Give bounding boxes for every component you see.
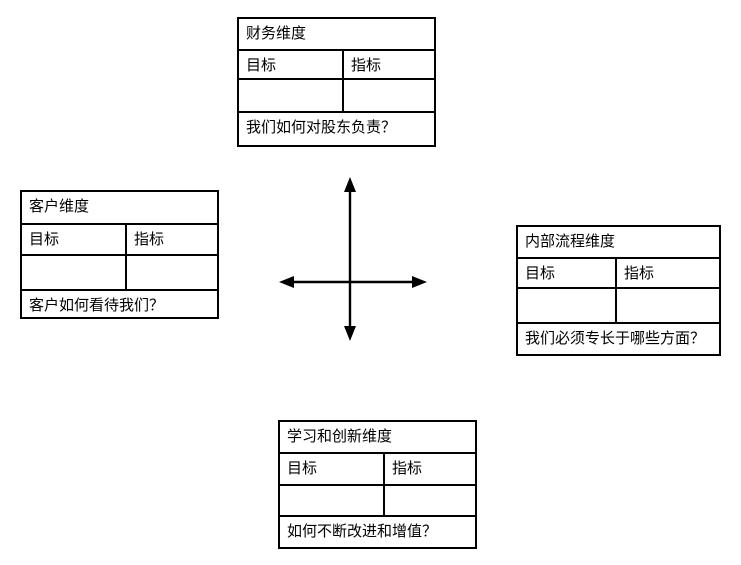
right-arrowhead-icon — [412, 276, 427, 288]
customer-indicator-header: 指标 — [134, 231, 165, 248]
internal-box-title: 内部流程维度 — [525, 233, 616, 250]
left-arrowhead-icon — [279, 276, 294, 288]
internal-indicator-cell — [617, 289, 719, 322]
financial-value-row — [239, 78, 434, 111]
learning-indicator-header: 指标 — [392, 460, 423, 477]
internal-value-row — [518, 287, 719, 322]
internal-goal-cell — [518, 289, 617, 322]
learning-goal-cell — [280, 486, 385, 515]
customer-header-row: 目标 指标 — [22, 223, 217, 254]
financial-dimension-box: 财务维度 目标 指标 我们如何对股东负责？ — [237, 17, 436, 147]
customer-box-title: 客户维度 — [29, 198, 90, 215]
financial-goal-cell — [239, 80, 344, 111]
learning-indicator-cell — [385, 486, 475, 515]
internal-goal-header: 目标 — [518, 259, 617, 287]
four-way-arrow-cross-icon — [279, 177, 427, 341]
customer-goal-cell — [22, 256, 127, 289]
customer-indicator-cell — [127, 256, 217, 289]
internal-indicator-header: 指标 — [624, 265, 655, 282]
financial-indicator-cell — [344, 80, 434, 111]
internal-header-row: 目标 指标 — [518, 257, 719, 287]
learning-goal-header: 目标 — [280, 454, 385, 484]
customer-value-row — [22, 254, 217, 289]
customer-goal-header: 目标 — [22, 225, 127, 254]
learning-box-title: 学习和创新维度 — [287, 428, 393, 445]
internal-question: 我们必须专长于哪些方面？ — [518, 322, 719, 354]
financial-question: 我们如何对股东负责？ — [239, 111, 434, 145]
learning-innovation-dimension-box: 学习和创新维度 目标 指标 如何不断改进和增值？ — [278, 420, 477, 549]
learning-header-row: 目标 指标 — [280, 452, 475, 484]
up-arrowhead-icon — [344, 177, 356, 192]
financial-box-title: 财务维度 — [246, 25, 307, 42]
internal-process-dimension-box: 内部流程维度 目标 指标 我们必须专长于哪些方面？ — [516, 225, 721, 356]
learning-value-row — [280, 484, 475, 515]
customer-question: 客户如何看待我们？ — [22, 289, 217, 317]
learning-question: 如何不断改进和增值？ — [280, 515, 475, 547]
down-arrowhead-icon — [344, 326, 356, 341]
financial-header-row: 目标 指标 — [239, 49, 434, 78]
customer-dimension-box: 客户维度 目标 指标 客户如何看待我们？ — [20, 190, 219, 319]
financial-indicator-header: 指标 — [351, 57, 382, 74]
financial-goal-header: 目标 — [239, 51, 344, 78]
